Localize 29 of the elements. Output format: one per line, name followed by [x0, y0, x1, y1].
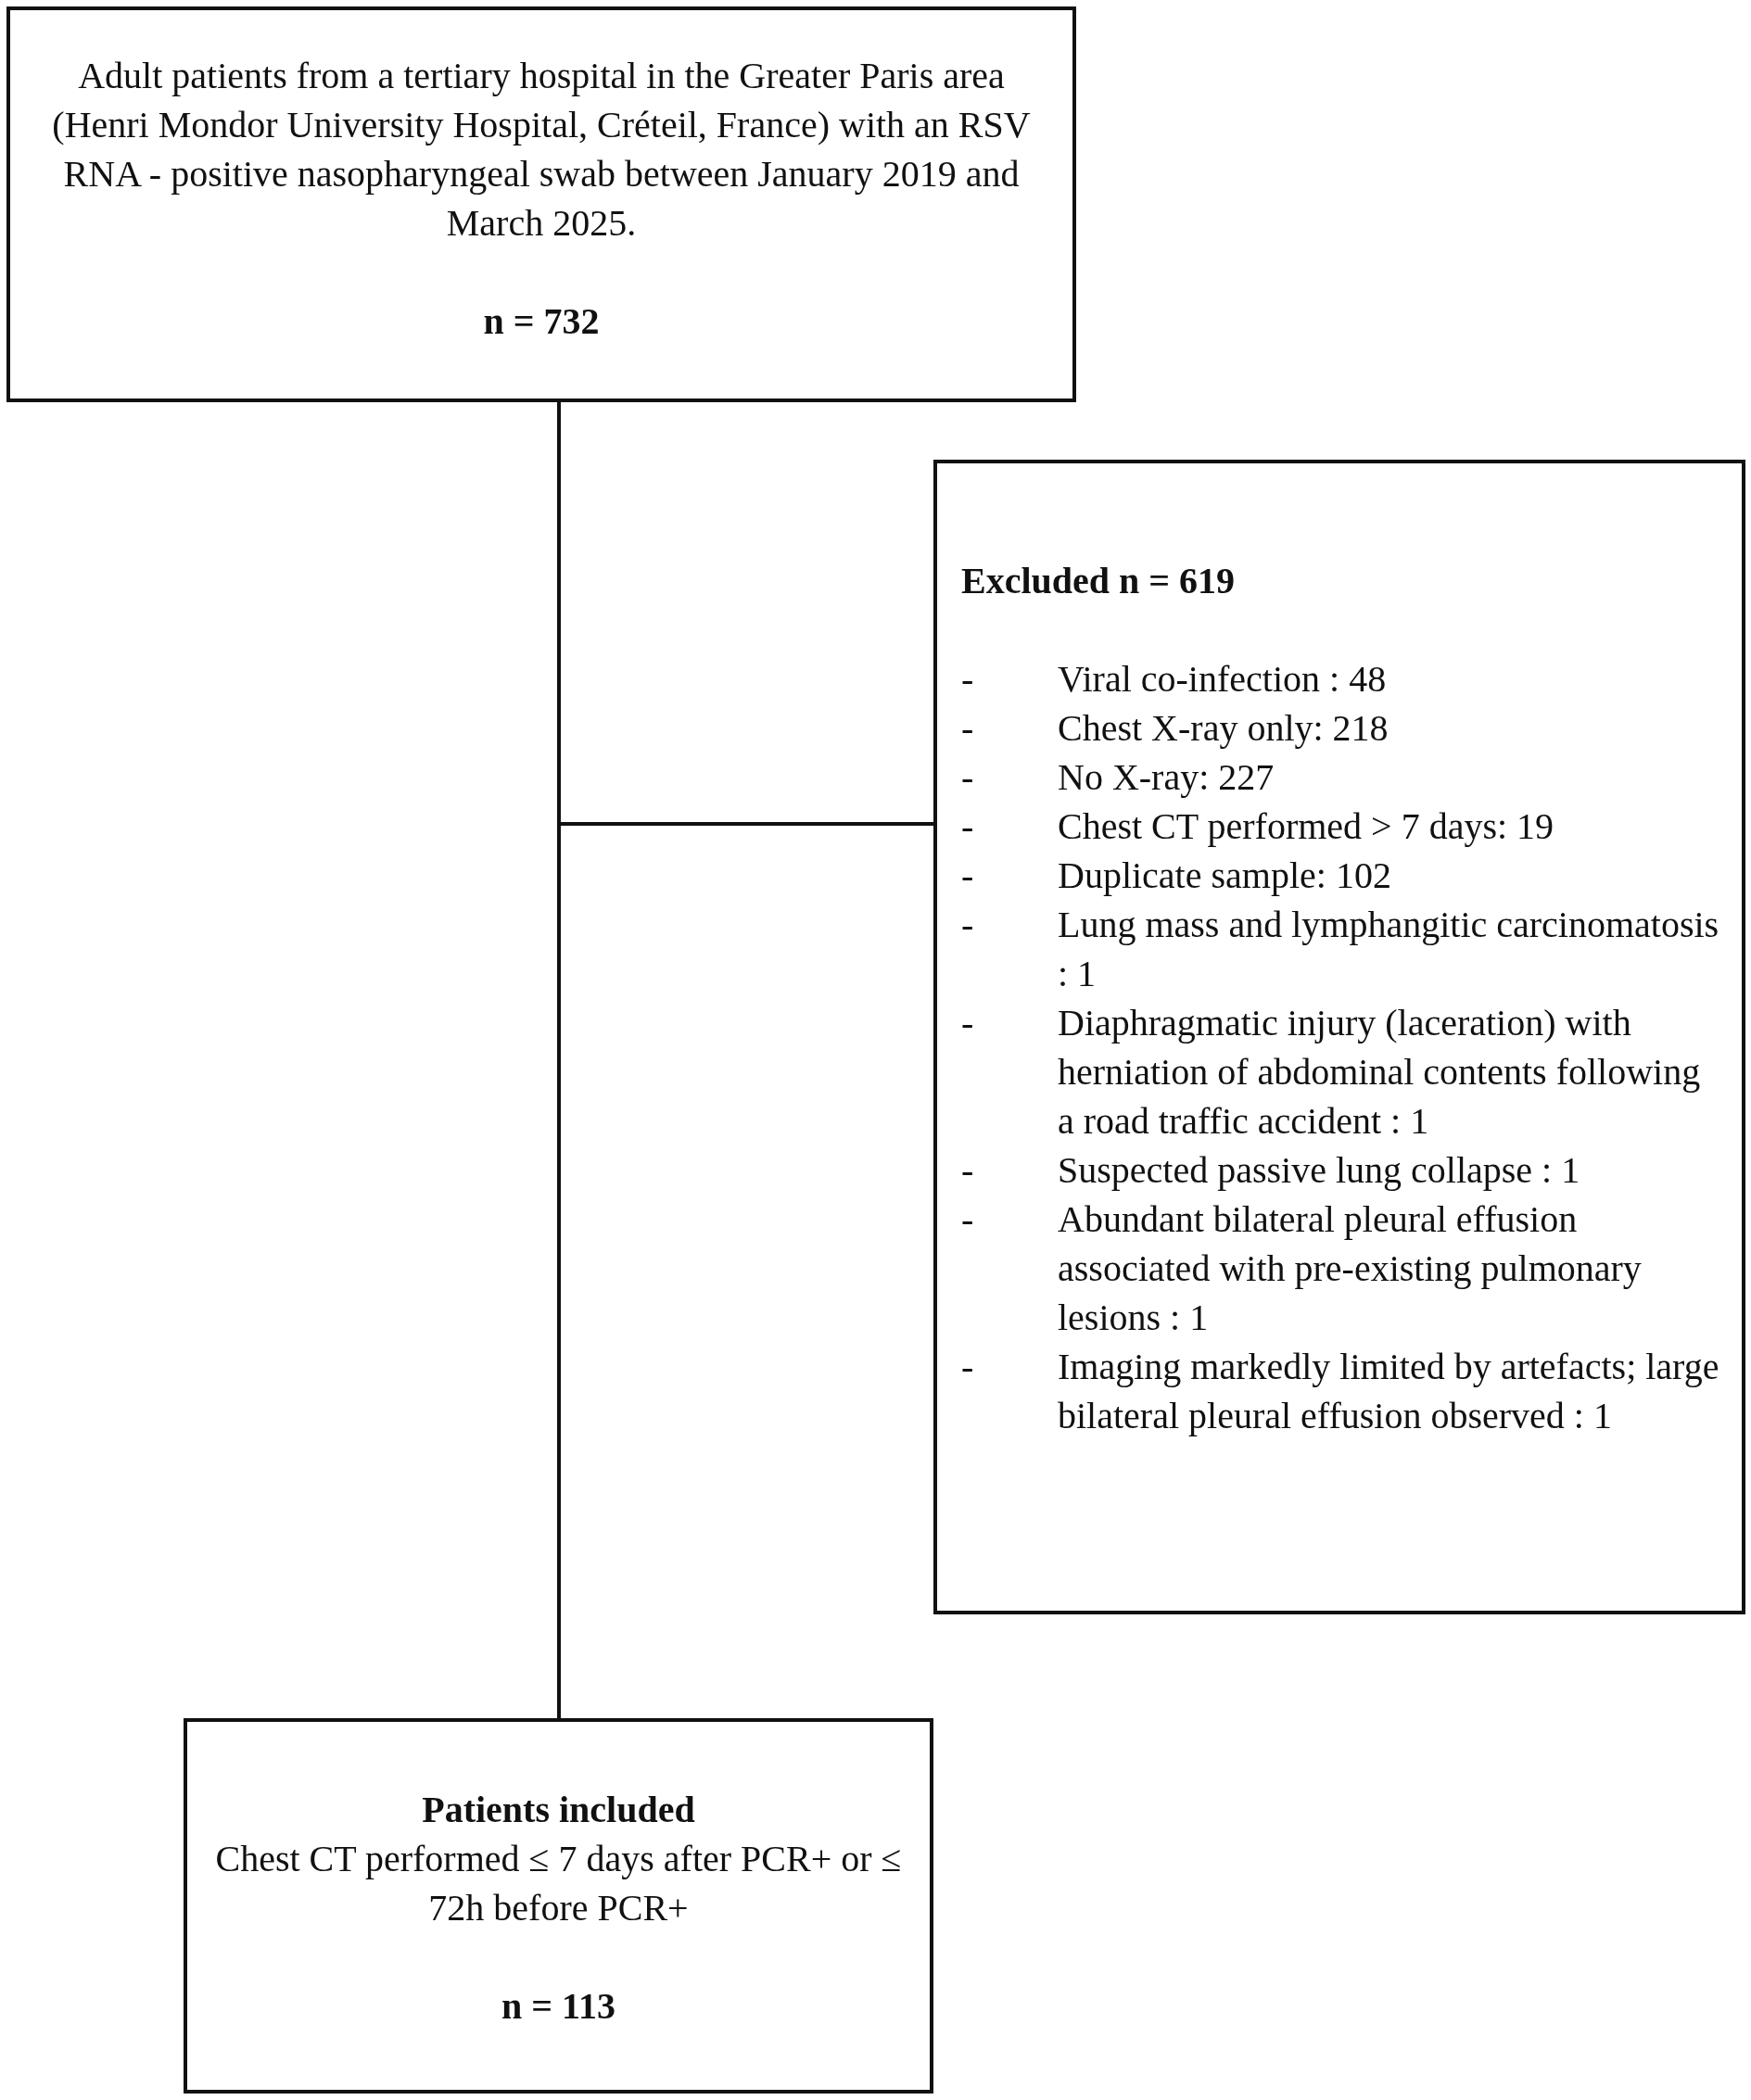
count-text: n = 113 [501, 1984, 616, 2029]
list-marker: - [961, 1148, 975, 1193]
list-marker: - [961, 1001, 975, 1045]
exclusion-item: Diaphragmatic injury (laceration) with herniation of abdominal contents following a road traffic accident : 1 [1058, 1001, 1702, 1144]
heading: Patients included [421, 1788, 696, 1832]
process-box [6, 6, 1076, 402]
exclusion-item: Lung mass and lymphangitic carcinomatosis : 1 [1058, 903, 1720, 996]
exclusion-item: Viral co-infection : 48 [1058, 657, 1388, 702]
exclusion-item: No X-ray: 227 [1058, 755, 1275, 800]
exclusion-item: Duplicate sample: 102 [1058, 854, 1392, 898]
exclusion-box [933, 460, 1745, 1614]
list-marker: - [961, 1197, 975, 1242]
list-marker: - [961, 706, 975, 751]
description-text: Adult patients from a tertiary hospital in the Greater Paris area (Henri Mondor University Hospital, Créteil, France) with an RSV RNA - positive nasopharyngeal swab between January 2019 and March 2025. [51, 54, 1032, 246]
list-marker: - [961, 755, 975, 800]
exclusion-item: Abundant bilateral pleural effusion associated with pre-existing pulmonary lesions : 1 [1058, 1197, 1643, 1340]
exclusion-item: Imaging markedly limited by artefacts; large bilateral pleural effusion observed : 1 [1058, 1345, 1720, 1438]
list-marker: - [961, 1345, 975, 1389]
list-marker: - [961, 903, 975, 947]
description-text: Chest CT performed ≤ 7 days after PCR+ or ≤ 72h before PCR+ [214, 1837, 903, 1930]
exclusion-item: Suspected passive lung collapse : 1 [1058, 1148, 1581, 1193]
process-box [184, 1718, 933, 2094]
exclusion-item: Chest X-ray only: 218 [1058, 706, 1389, 751]
heading: Excluded n = 619 [961, 559, 1237, 603]
list-marker: - [961, 804, 975, 849]
list-marker: - [961, 854, 975, 898]
count-text: n = 732 [482, 299, 601, 344]
list-marker: - [961, 657, 975, 702]
exclusion-item: Chest CT performed > 7 days: 19 [1058, 804, 1555, 849]
